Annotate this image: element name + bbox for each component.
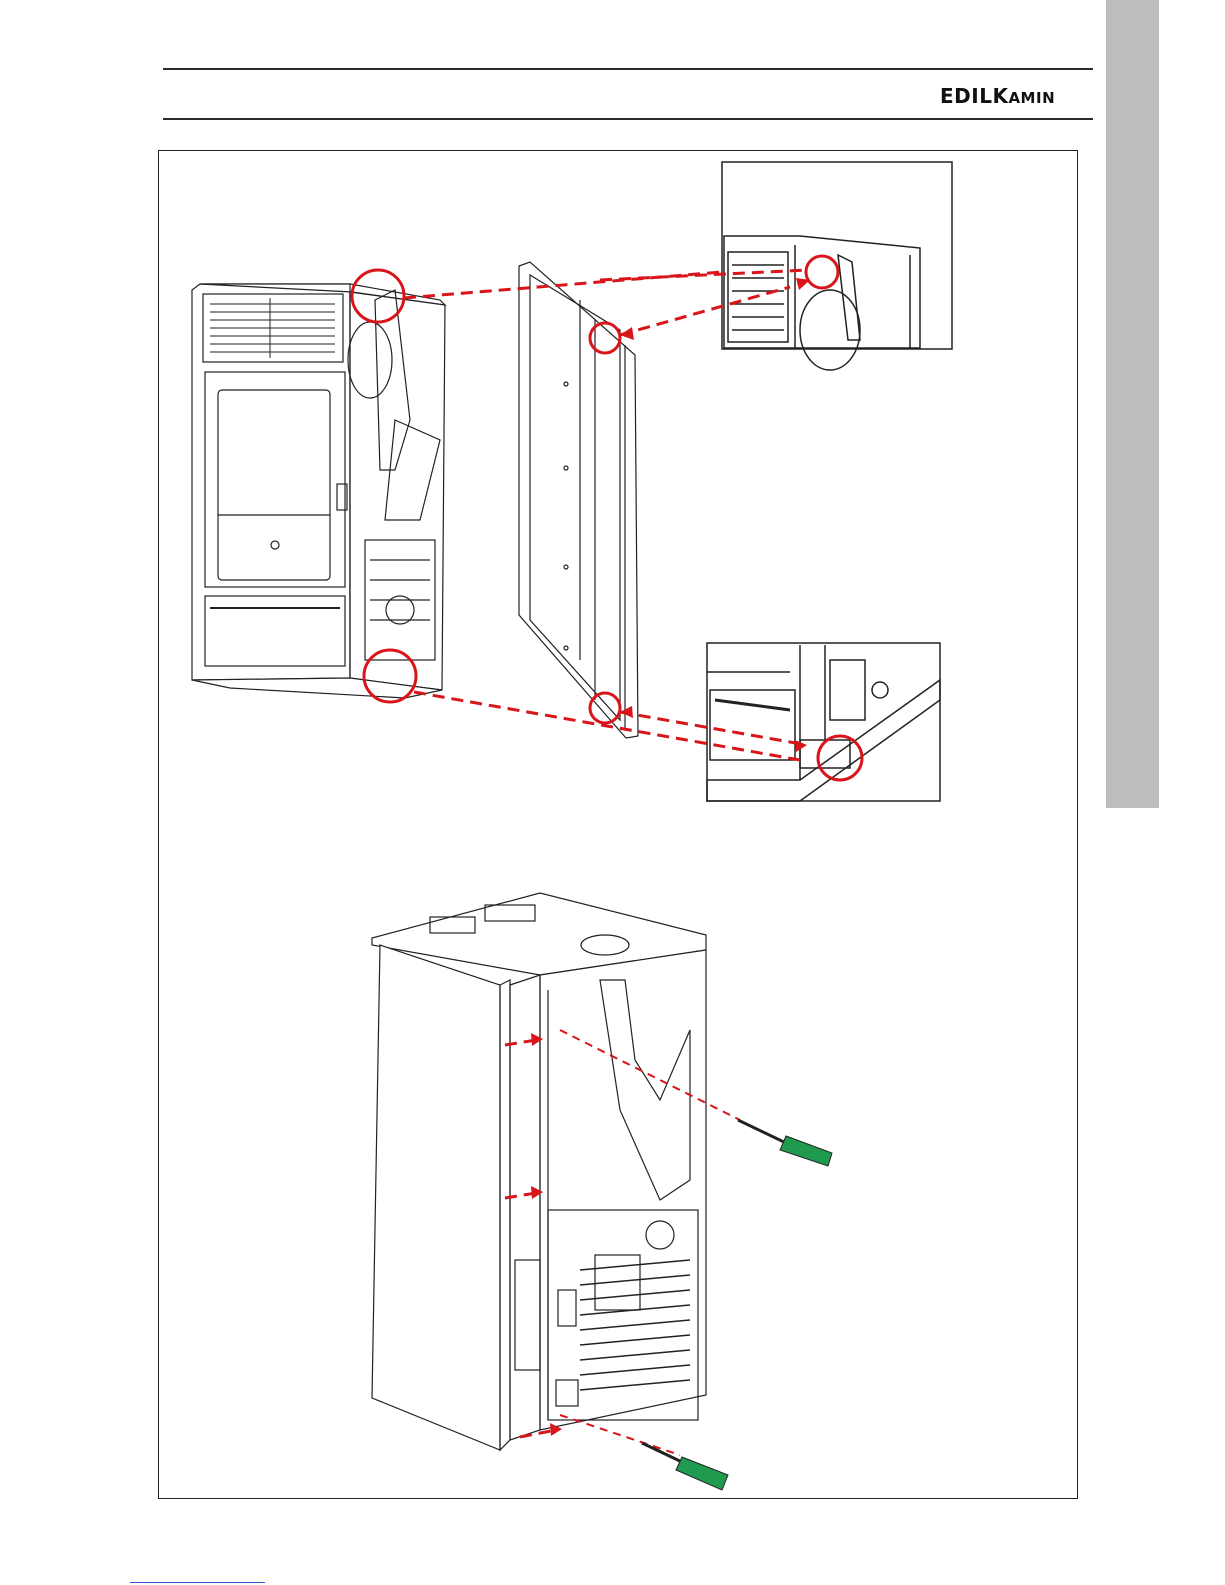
screwdriver-icon-lower [642,1443,728,1490]
stove-front-view [192,284,445,698]
footer-link-underline [130,1582,265,1583]
detail-inset-bottom-hinge [707,643,940,801]
screwdriver-icon-upper [738,1120,832,1166]
stove-rear-view [372,893,706,1450]
